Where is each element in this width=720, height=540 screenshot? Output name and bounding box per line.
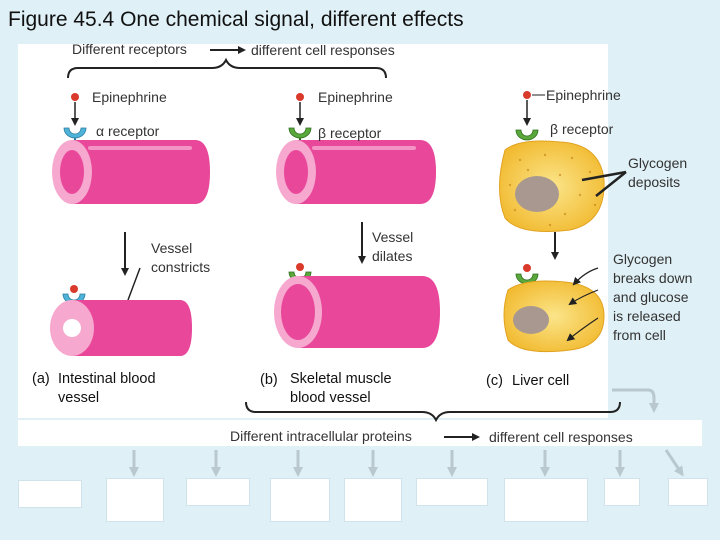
answer-box (106, 478, 164, 522)
page-title: Figure 45.4 One chemical signal, differe… (8, 8, 464, 31)
panel-b (274, 93, 440, 348)
answer-box (504, 478, 588, 522)
response-label: Vessel dilates (372, 229, 414, 264)
label-pointer (595, 171, 627, 197)
top-brace (67, 57, 387, 79)
alpha-receptor-icon (63, 127, 87, 139)
nucleus-icon (513, 306, 549, 334)
glycogen-label: Glycogen deposits (628, 155, 688, 190)
panel-c (499, 91, 627, 353)
answer-box (416, 478, 488, 506)
label-pointer (127, 267, 141, 301)
ligand-label: Epinephrine (546, 87, 621, 103)
caption-letter: (c) (486, 373, 503, 389)
top-left-label: Different receptors (72, 41, 187, 57)
answer-box (344, 478, 402, 522)
receptor-label: β receptor (550, 121, 614, 137)
bottom-left-label: Different intracellular proteins (230, 428, 412, 444)
panel-a (50, 93, 210, 356)
caption-letter: (a) (32, 371, 50, 387)
vessel-dilated-icon (274, 276, 440, 348)
epinephrine-signal (523, 91, 531, 99)
panel-background-bottom (18, 420, 702, 446)
nucleus-icon (515, 176, 559, 212)
label-pointer (581, 170, 627, 182)
ligand-label: Epinephrine (318, 89, 393, 105)
receptor-label: α receptor (96, 123, 160, 139)
bottom-brace (245, 401, 621, 423)
beta-receptor-icon (288, 127, 312, 139)
response-label: Glycogen breaks down and glucose is rele… (613, 251, 693, 343)
vessel-icon (276, 140, 436, 204)
ligand-label: Epinephrine (92, 89, 167, 105)
bottom-right-label: different cell responses (489, 429, 633, 445)
beta-receptor-icon (515, 129, 539, 141)
answer-box (18, 480, 82, 508)
vessel-constricted-icon (50, 300, 192, 356)
vessel-icon (52, 140, 210, 204)
liver-cell-icon (499, 140, 605, 232)
ghost-arrows (129, 388, 684, 477)
caption-letter: (b) (260, 372, 278, 388)
answer-box (604, 478, 640, 506)
epinephrine-signal (296, 93, 304, 101)
liver-cell-icon (503, 280, 605, 353)
answer-box (668, 478, 708, 506)
label-pointer (566, 317, 599, 342)
answer-box (186, 478, 250, 506)
caption: Intestinal blood vessel (58, 371, 156, 406)
receptor-label: β receptor (318, 125, 382, 141)
answer-box (270, 478, 330, 522)
label-pointer (572, 267, 599, 286)
top-right-label: different cell responses (251, 42, 395, 58)
caption: Liver cell (512, 373, 570, 389)
response-label: Vessel constricts (151, 240, 211, 275)
caption: Skeletal muscle blood vessel (290, 371, 392, 406)
label-pointer (568, 289, 599, 306)
epinephrine-signal (71, 93, 79, 101)
